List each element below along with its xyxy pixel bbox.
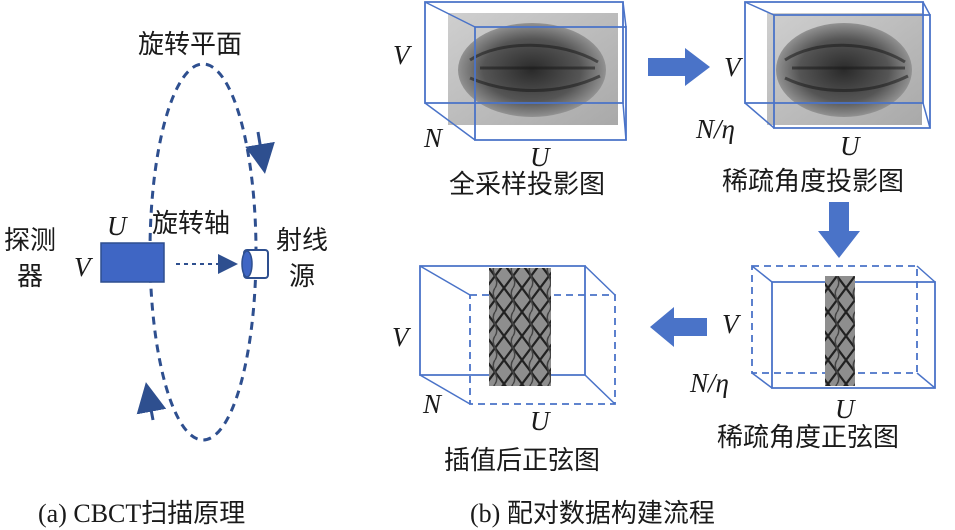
sinogram-u-label: U (835, 394, 856, 424)
xray-source-icon (241, 249, 269, 279)
sparse-n-label: N/η (695, 114, 735, 144)
sinogram-v-label: V (722, 309, 742, 339)
arrow-right-icon (648, 48, 710, 86)
orbit-arrow-down-icon (245, 131, 275, 174)
full-u-label: U (530, 142, 551, 172)
detector-label-line1: 探测 (4, 226, 56, 256)
sparse-sinogram-box: V N/η U 稀疏角度正弦图 (689, 265, 936, 453)
sparse-projection-specimen (776, 23, 912, 117)
sparse-sinogram-title: 稀疏角度正弦图 (717, 423, 899, 453)
panel-a-cbct-scan: 旋转平面 旋转轴 U V 探测 器 射线 源 (a) CBCT扫描原理 (4, 30, 328, 528)
rotation-orbit (148, 62, 258, 442)
projection-specimen (458, 23, 606, 117)
sinogram-n-label: N/η (689, 368, 729, 398)
rotation-axis-label: 旋转轴 (152, 209, 230, 239)
panel-b-pipeline: V N U 全采样投影图 V N/η U 稀疏角度投影图 (392, 1, 936, 528)
rotation-plane-label: 旋转平面 (138, 30, 242, 60)
source-label-line1: 射线 (276, 226, 328, 256)
source-label-line2: 源 (289, 262, 315, 292)
sparse-sinogram-image (825, 276, 855, 386)
interp-sinogram-title: 插值后正弦图 (444, 446, 600, 476)
detector-u-label: U (107, 211, 128, 241)
arrow-left-icon (650, 307, 707, 347)
detector-v-label: V (74, 252, 94, 282)
full-projection-box: V N U 全采样投影图 (393, 1, 627, 200)
interp-u-label: U (530, 406, 551, 436)
full-v-label: V (393, 40, 413, 70)
sparse-u-label: U (840, 131, 861, 161)
detector-block (100, 242, 165, 283)
caption-a: (a) CBCT扫描原理 (38, 499, 245, 528)
full-projection-title: 全采样投影图 (449, 170, 605, 200)
interpolated-sinogram-image (489, 268, 551, 386)
caption-b: (b) 配对数据构建流程 (470, 499, 715, 528)
sparse-projection-box: V N/η U 稀疏角度投影图 (695, 1, 931, 197)
full-n-label: N (423, 123, 444, 153)
detector-label-line2: 器 (17, 262, 43, 292)
orbit-arrow-up-icon (136, 382, 167, 421)
interp-v-label: V (392, 322, 412, 352)
sparse-projection-title: 稀疏角度投影图 (722, 167, 904, 197)
interp-n-label: N (422, 389, 443, 419)
arrow-down-icon (818, 202, 860, 258)
sparse-v-label: V (724, 52, 744, 82)
interpolated-sinogram-box: V N U 插值后正弦图 (392, 265, 616, 476)
